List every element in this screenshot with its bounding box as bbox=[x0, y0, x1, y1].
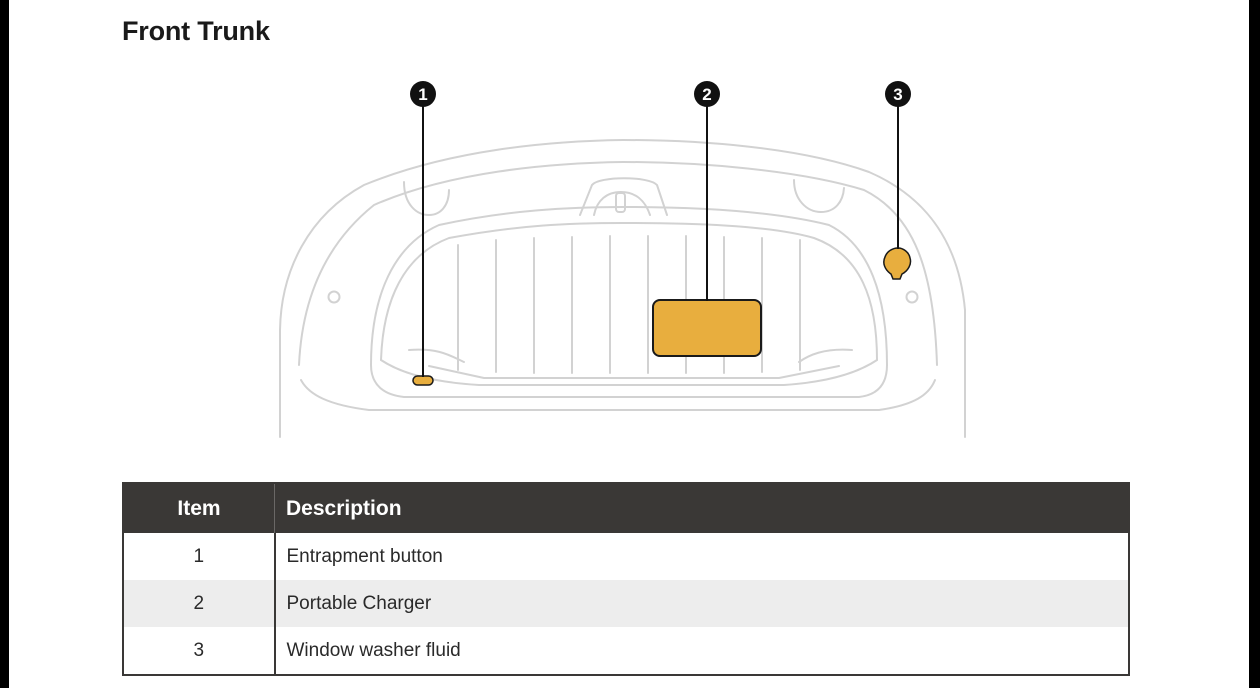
callout-leaders bbox=[422, 106, 899, 377]
window-washer-fluid-cap bbox=[883, 247, 912, 280]
svg-text:1: 1 bbox=[418, 85, 427, 104]
parts-table: Item Description 1 Entrapment button 2 P… bbox=[122, 482, 1130, 676]
trunk-outline bbox=[279, 139, 966, 438]
page-title: Front Trunk bbox=[122, 16, 270, 46]
table-header-row: Item Description bbox=[123, 483, 1129, 533]
svg-text:2: 2 bbox=[702, 85, 711, 104]
item-number: 3 bbox=[123, 627, 276, 675]
portable-charger bbox=[652, 299, 762, 357]
manual-page: Front Trunk bbox=[9, 0, 1249, 688]
callout-2: 2 bbox=[694, 81, 720, 107]
entrapment-button bbox=[412, 375, 434, 386]
item-number: 1 bbox=[123, 533, 276, 580]
callout-1: 1 bbox=[410, 81, 436, 107]
table-row: 1 Entrapment button bbox=[123, 533, 1129, 580]
item-description: Window washer fluid bbox=[274, 627, 1129, 675]
item-number: 2 bbox=[123, 580, 276, 627]
callout-3: 3 bbox=[885, 81, 911, 107]
svg-text:3: 3 bbox=[893, 85, 902, 104]
item-column-header: Item bbox=[123, 483, 275, 533]
front-trunk-diagram: 1 2 3 bbox=[279, 81, 966, 438]
table-row: 2 Portable Charger bbox=[123, 580, 1129, 627]
item-description: Portable Charger bbox=[274, 580, 1129, 627]
description-column-header: Description bbox=[274, 483, 1129, 533]
item-description: Entrapment button bbox=[274, 533, 1129, 580]
table-row: 3 Window washer fluid bbox=[123, 627, 1129, 675]
